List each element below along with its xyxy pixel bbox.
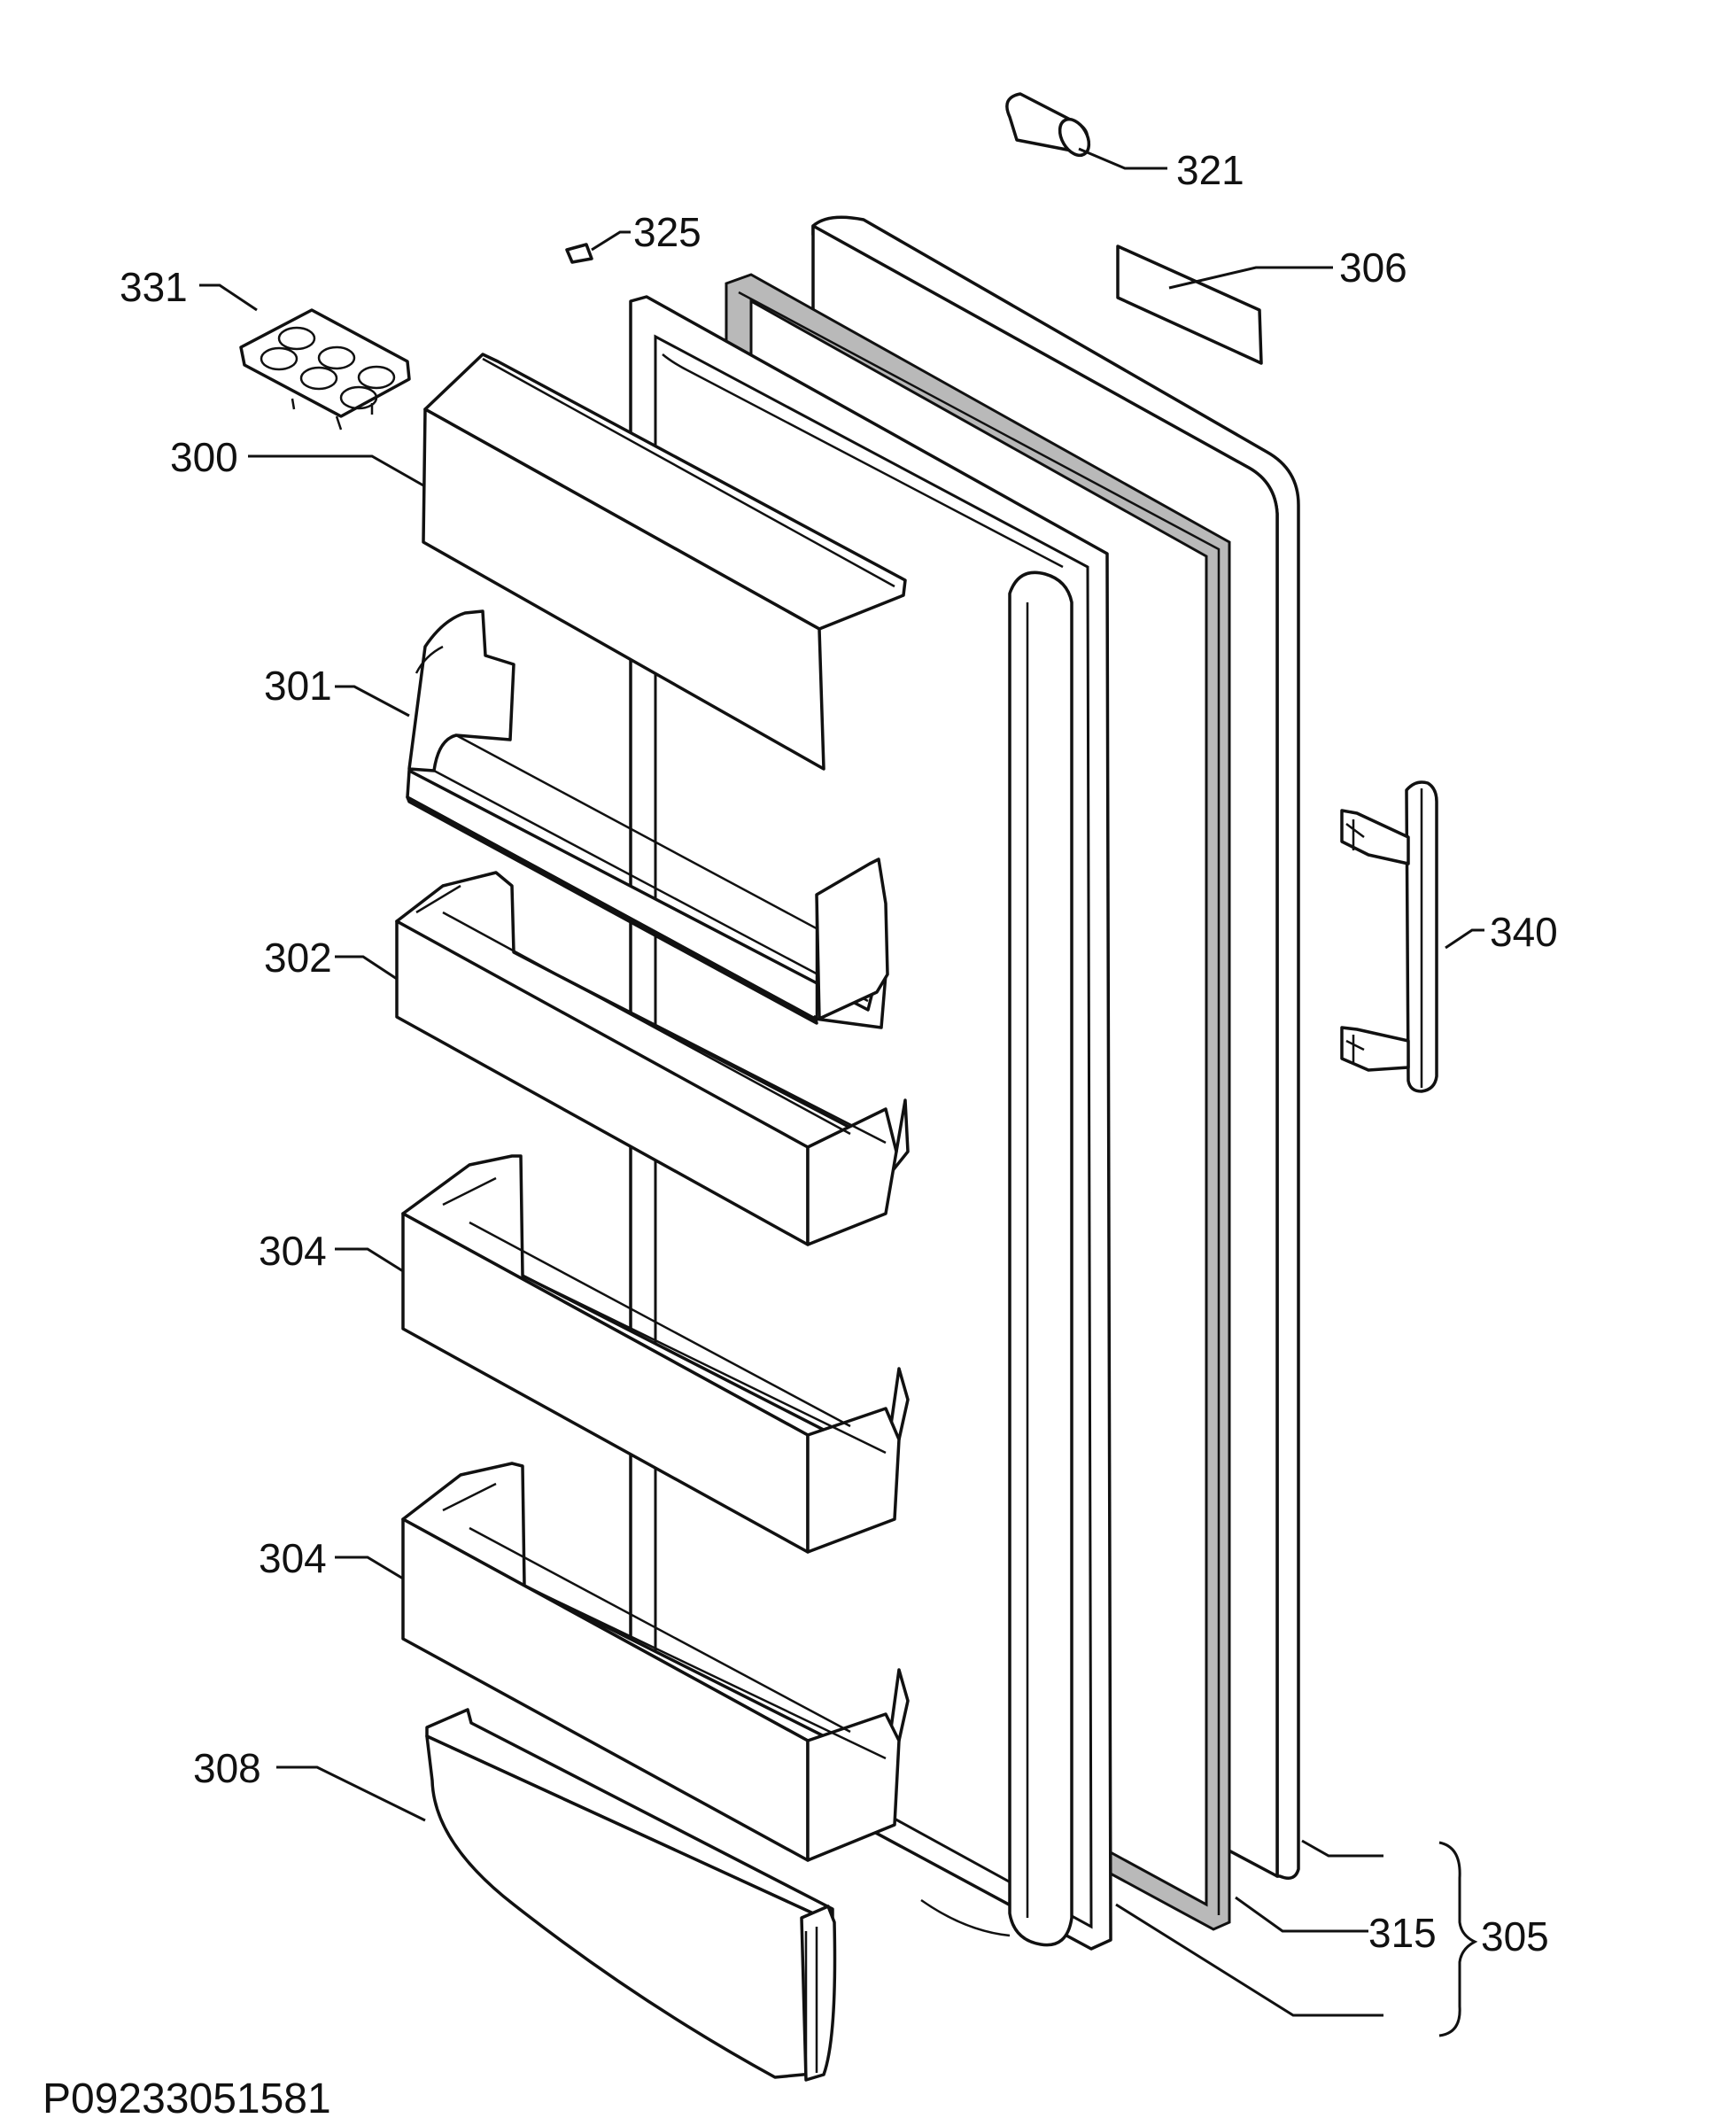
- egg-tray-331: 331: [120, 264, 411, 431]
- label-315: 315: [1368, 1910, 1437, 1956]
- bottle-shelf-308: 308: [193, 1708, 837, 2082]
- rating-label-306: 306: [1116, 244, 1407, 365]
- door-shelf-304-lower: 304: [259, 1462, 910, 1862]
- screw-325: 325: [565, 209, 701, 264]
- label-340: 340: [1490, 909, 1558, 955]
- door-front-rail: [920, 570, 1073, 1947]
- label-301: 301: [264, 663, 332, 709]
- door-shelf-301: 301: [264, 609, 889, 1029]
- label-304-lower: 304: [259, 1535, 327, 1581]
- label-331: 331: [120, 264, 188, 310]
- label-305: 305: [1481, 1913, 1549, 1959]
- label-321: 321: [1176, 147, 1244, 193]
- dairy-cover-300: 300: [170, 353, 907, 771]
- door-handle-340: 340: [1340, 780, 1558, 1093]
- hinge-pin-321: 321: [1005, 92, 1244, 193]
- label-308: 308: [193, 1745, 261, 1791]
- label-300: 300: [170, 434, 238, 480]
- door-shelf-304-upper: 304: [259, 1154, 910, 1554]
- figure-id: P09233051581: [43, 2076, 331, 2122]
- door-assembly-305: 315 305: [1115, 1839, 1549, 2037]
- door-shelf-302: 302: [264, 871, 910, 1246]
- label-304-upper: 304: [259, 1228, 327, 1274]
- label-302: 302: [264, 935, 332, 981]
- label-325: 325: [633, 209, 701, 255]
- label-306: 306: [1339, 244, 1407, 291]
